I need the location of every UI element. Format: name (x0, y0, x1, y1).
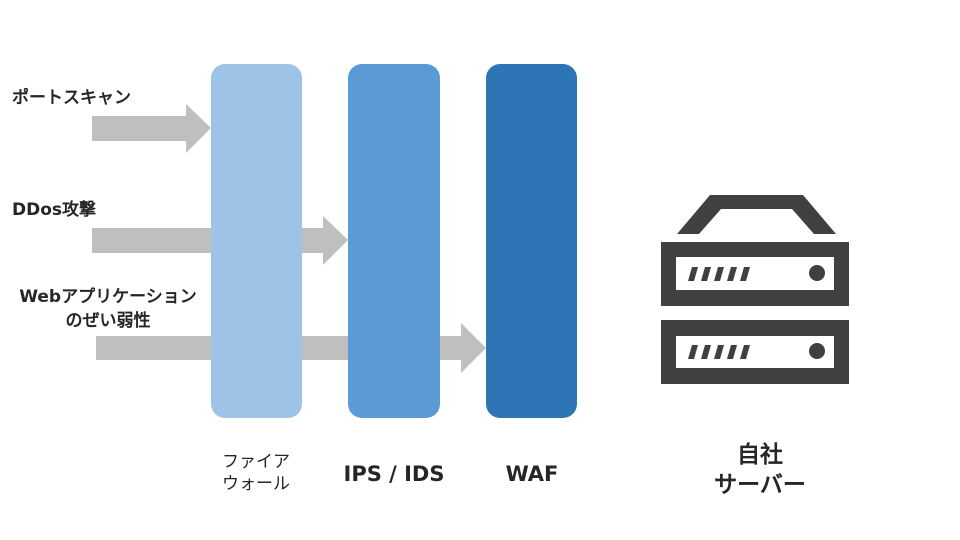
attack-label-line: のぜい弱性 (65, 311, 151, 331)
firewall-layer (211, 64, 302, 418)
power-led (809, 265, 825, 281)
waf-layer (486, 64, 577, 418)
server-rack-icon (661, 195, 849, 384)
attack-label-port-scan: ポートスキャン (12, 88, 131, 108)
drive-slots (688, 267, 750, 281)
firewall-label-line: ファイア (222, 452, 290, 472)
power-led (809, 343, 825, 359)
ips-ids-label: IPS / IDS (343, 462, 445, 486)
drive-slots (688, 345, 750, 359)
firewall-label-line: ウォール (222, 474, 290, 494)
server-unit-bottom (661, 320, 849, 384)
attack-label-line: Webアプリケーション (19, 287, 197, 307)
attack-arrow-port-scan (92, 104, 211, 153)
firewall-label: ファイア ウォール (206, 451, 306, 495)
attack-label-ddos: DDos攻撃 (12, 200, 97, 220)
server-label-line: 自社 (737, 442, 783, 468)
server-unit-top (661, 242, 849, 306)
server-label-line: サーバー (714, 472, 806, 498)
attack-label-web-vuln: Webアプリケーション のぜい弱性 (4, 285, 212, 333)
waf-label: WAF (505, 462, 559, 486)
server-handle (677, 195, 836, 234)
server-label: 自社 サーバー (680, 440, 840, 500)
ips-ids-layer (348, 64, 440, 418)
